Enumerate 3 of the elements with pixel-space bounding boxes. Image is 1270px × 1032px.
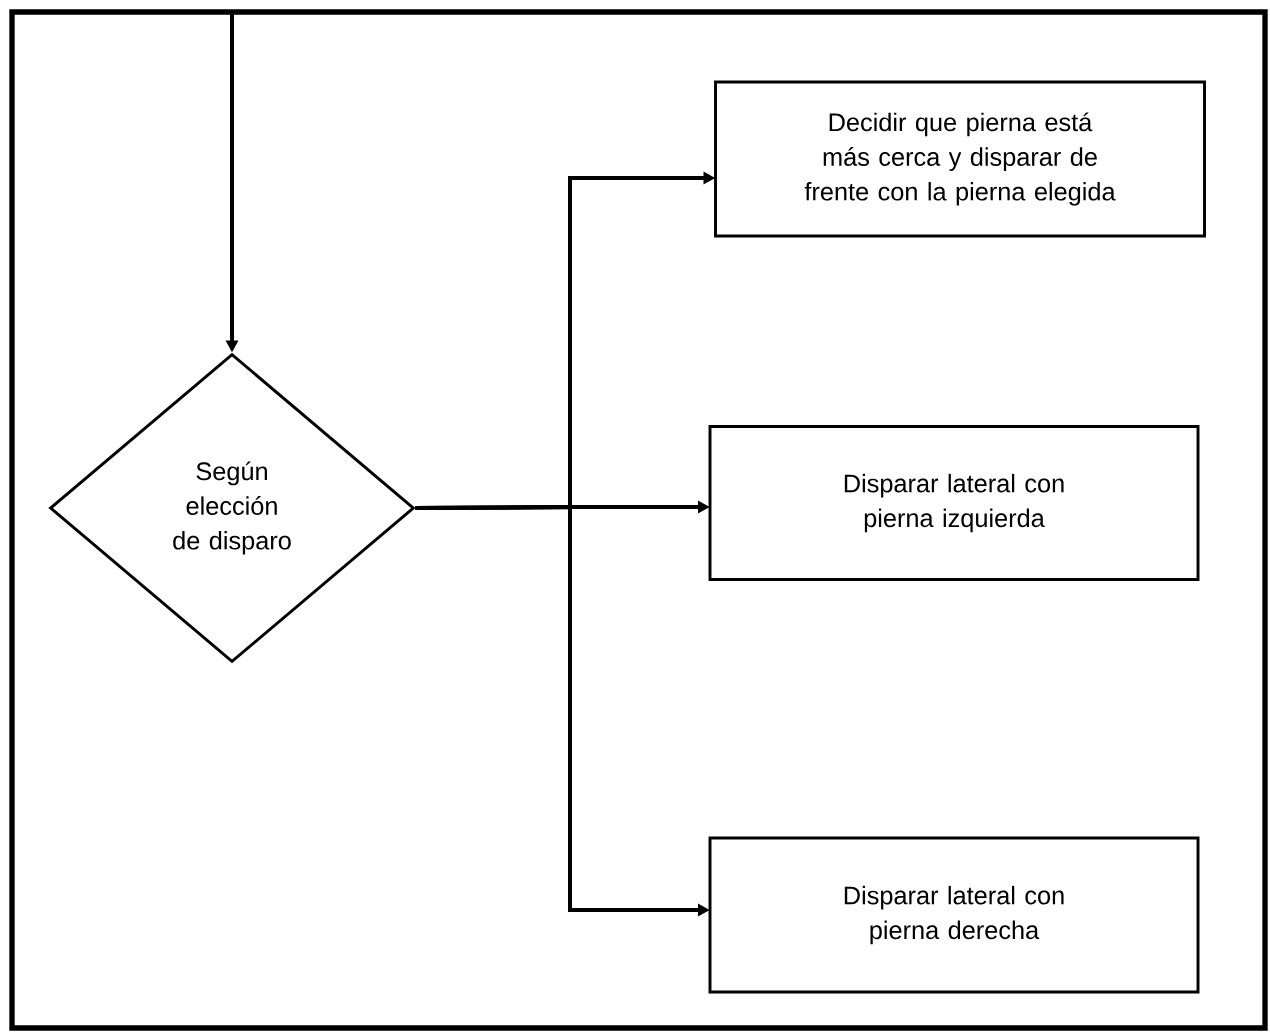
process-box: Decidir que pierna está más cerca y disparar de frente con la pierna elegida [714,80,1206,238]
process-box: Disparar lateral con pierna izquierda [708,425,1200,581]
process-box: Disparar lateral con pierna derecha [708,836,1200,994]
